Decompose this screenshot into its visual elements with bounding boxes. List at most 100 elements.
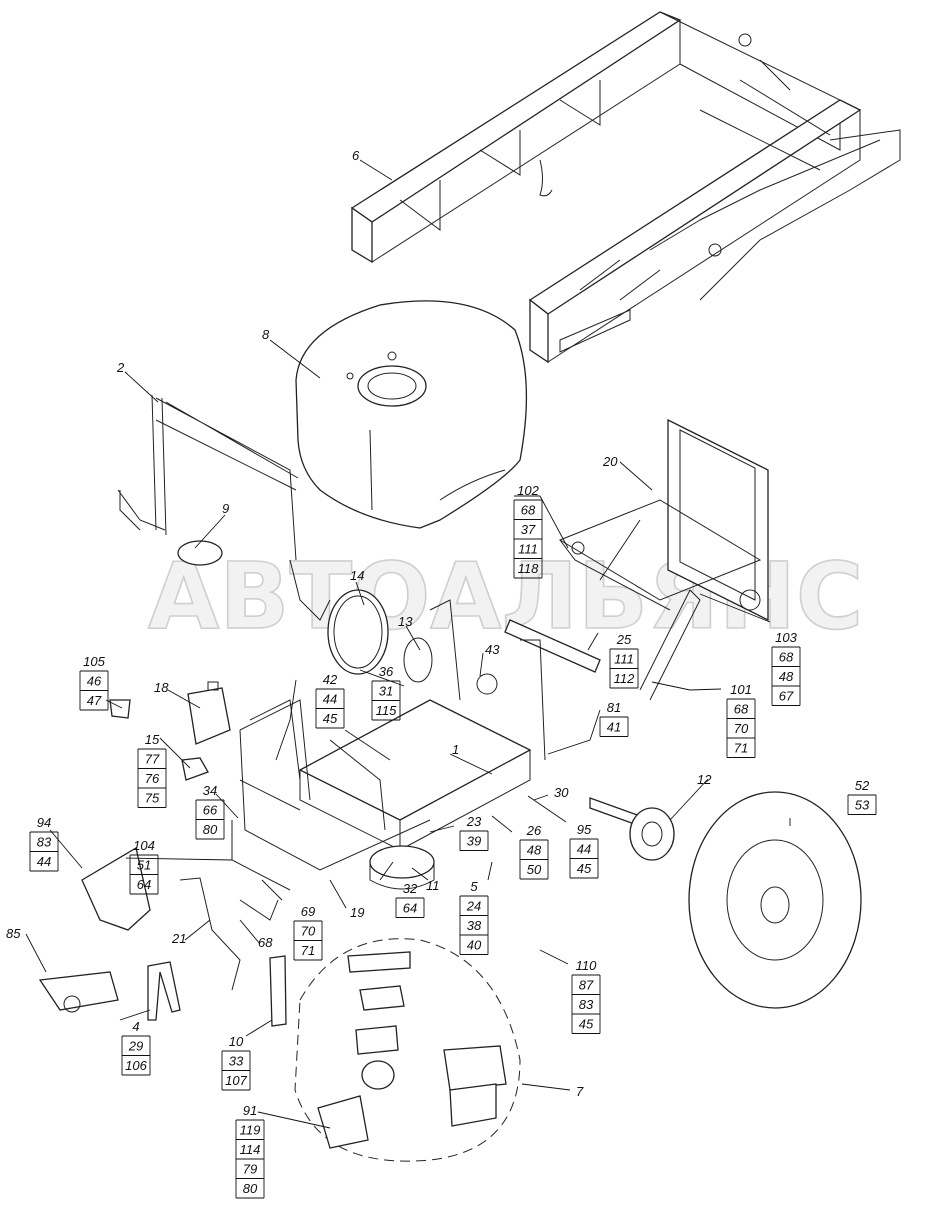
- callout-number: 68: [258, 935, 273, 950]
- callout-sub-number: 48: [779, 669, 794, 684]
- callout-sub-number: 44: [323, 692, 337, 707]
- callout-number: 10: [229, 1034, 244, 1049]
- callout-sub-number: 64: [137, 877, 151, 892]
- callout-sub-number: 68: [734, 702, 749, 717]
- callout-sub-number: 45: [579, 1017, 594, 1032]
- callout-9: 9: [222, 501, 229, 516]
- callout-sub-number: 80: [243, 1181, 258, 1196]
- part-1-chassis: [231, 599, 546, 921]
- part-9-cap: [177, 540, 223, 566]
- callout-sub-number: 45: [323, 711, 338, 726]
- callout-number: 69: [301, 904, 315, 919]
- callout-sub-number: 66: [203, 803, 218, 818]
- part-12-axle-hub: [589, 797, 675, 861]
- callout-number: 15: [145, 732, 160, 747]
- callout-number: 103: [775, 630, 797, 645]
- callout-number: 102: [517, 483, 539, 498]
- callout-number: 19: [350, 905, 364, 920]
- part-7-pump-group: [294, 938, 521, 1162]
- callout-sub-number: 53: [855, 798, 870, 813]
- callout-number: 34: [203, 783, 217, 798]
- callout-34: 34 66 80: [195, 783, 225, 840]
- callout-number: 32: [403, 881, 418, 896]
- callout-sub-number: 45: [577, 861, 592, 876]
- callout-6: 6: [352, 148, 360, 163]
- callout-number: 20: [602, 454, 618, 469]
- callout-sub-number: 44: [577, 842, 591, 857]
- callout-30: 30: [554, 785, 569, 800]
- part-6-boom-frame: [350, 11, 901, 364]
- callout-number: 42: [323, 672, 338, 687]
- callout-11: 11: [426, 878, 440, 893]
- callout-number: 12: [697, 772, 712, 787]
- callout-number: 95: [577, 822, 592, 837]
- callout-sub-number: 40: [467, 938, 482, 953]
- callout-85: 85: [6, 926, 21, 941]
- callout-labels: 6829201026837111118141325111112103684867…: [6, 148, 877, 1199]
- callout-sub-number: 107: [225, 1073, 247, 1088]
- callout-sub-number: 114: [240, 1142, 261, 1157]
- callout-sub-number: 51: [137, 858, 151, 873]
- callout-sub-number: 37: [521, 522, 536, 537]
- callout-sub-number: 67: [779, 689, 794, 704]
- callout-104: 104 51 64: [129, 838, 159, 895]
- part-2-frame: [117, 394, 331, 621]
- part-20-boom-holder: [558, 418, 769, 701]
- callout-sub-number: 118: [518, 561, 539, 576]
- callout-number: 8: [262, 327, 270, 342]
- part-18-canister: [187, 681, 231, 745]
- callout-number: 36: [379, 664, 394, 679]
- callout-sub-number: 71: [734, 741, 748, 756]
- callout-number: 104: [133, 838, 155, 853]
- callout-sub-number: 46: [87, 674, 102, 689]
- callout-sub-number: 68: [521, 503, 536, 518]
- callout-number: 14: [350, 568, 364, 583]
- callout-number: 43: [485, 642, 500, 657]
- part-14-ring: [327, 589, 389, 675]
- callout-12: 12: [697, 772, 712, 787]
- callout-7: 7: [576, 1084, 584, 1099]
- callout-sub-number: 106: [125, 1058, 147, 1073]
- callout-sub-number: 80: [203, 822, 218, 837]
- callout-sub-number: 64: [403, 901, 417, 916]
- callout-sub-number: 24: [466, 899, 481, 914]
- part-25-beam: [504, 619, 601, 673]
- callout-number: 94: [37, 815, 51, 830]
- callout-sub-number: 83: [579, 997, 594, 1012]
- callout-sub-number: 75: [145, 791, 160, 806]
- callout-20: 20: [602, 454, 618, 469]
- callout-sub-number: 76: [145, 771, 160, 786]
- callout-sub-number: 41: [607, 720, 621, 735]
- callout-number: 7: [576, 1084, 584, 1099]
- callout-sub-number: 48: [527, 843, 542, 858]
- callout-8: 8: [262, 327, 270, 342]
- callout-number: 52: [855, 778, 870, 793]
- callout-number: 18: [154, 680, 169, 695]
- callout-sub-number: 31: [379, 684, 393, 699]
- callout-number: 110: [576, 958, 597, 973]
- callout-18: 18: [154, 680, 169, 695]
- part-8-tank: [295, 300, 528, 529]
- callout-15: 15 77 76 75: [137, 732, 167, 808]
- small-brackets: [38, 699, 287, 1027]
- callout-number: 6: [352, 148, 360, 163]
- callout-number: 91: [243, 1103, 257, 1118]
- callout-number: 11: [426, 878, 440, 893]
- callout-sub-number: 33: [229, 1054, 244, 1069]
- callout-number: 9: [222, 501, 229, 516]
- callout-sub-number: 50: [527, 862, 542, 877]
- callout-sub-number: 77: [145, 752, 160, 767]
- callout-number: 25: [616, 632, 632, 647]
